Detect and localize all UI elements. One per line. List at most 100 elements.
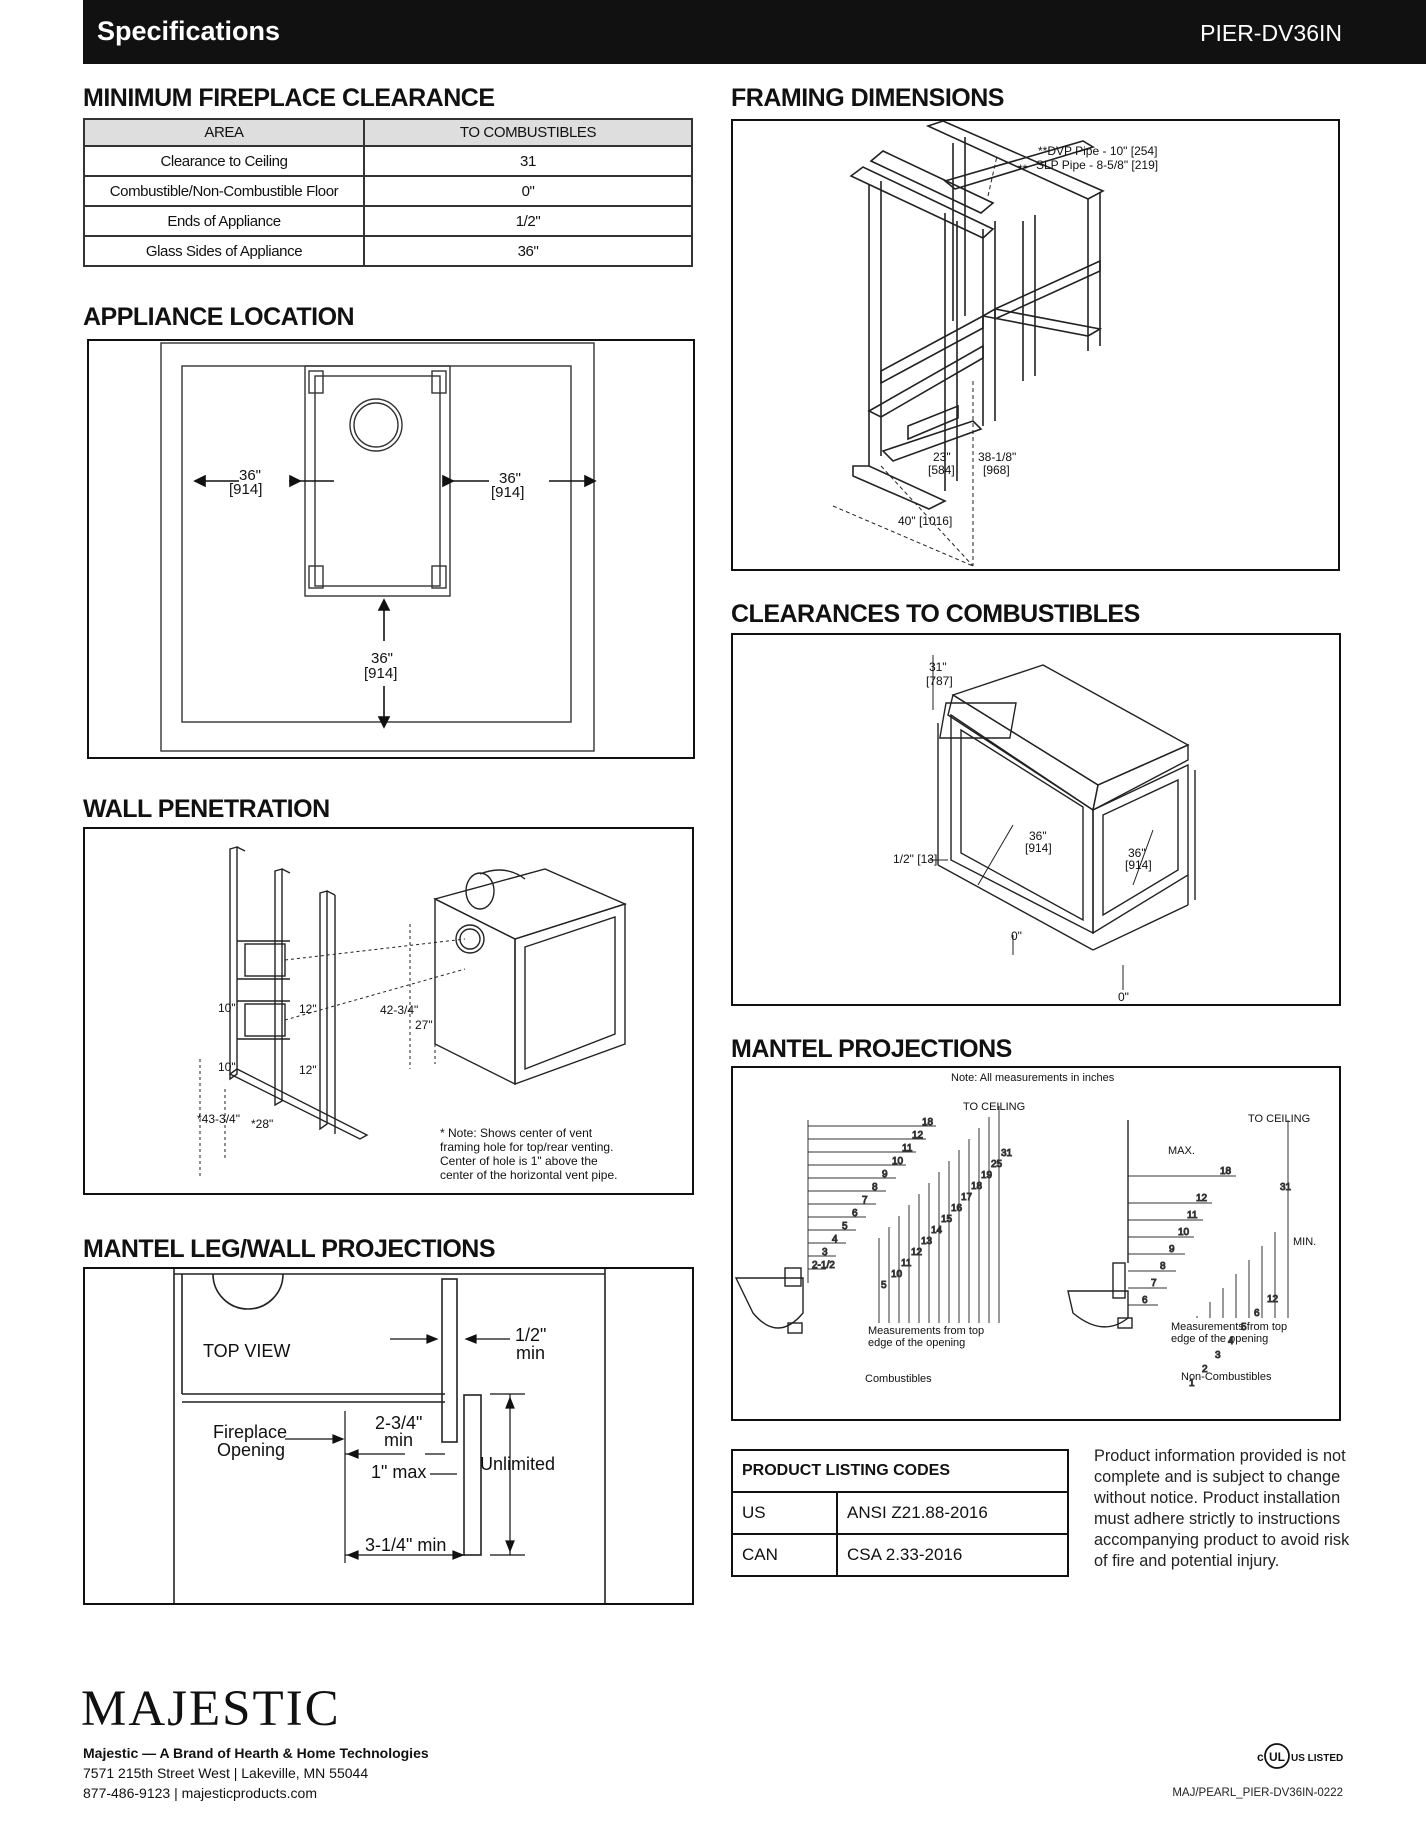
wall-penetration-diagram: 10" 12" 10" 12" 42-3/4" 27" *43-3/4" *28… (83, 827, 694, 1195)
disclaimer-text: Product information provided is not comp… (1094, 1447, 1350, 1570)
section-title-mantel-leg: MANTEL LEG/WALL PROJECTIONS (83, 1235, 496, 1263)
mantel-step-label: 8 (872, 1182, 878, 1193)
mantel-height-label: 31 (1280, 1182, 1292, 1193)
appliance-label-right-mm: [914] (491, 484, 524, 501)
page-title: Specifications (97, 16, 281, 46)
footer-address: 7571 215th Street West | Lakeville, MN 5… (83, 1765, 369, 1781)
footer-brand: Majestic — A Brand of Hearth & Home Tech… (83, 1745, 429, 1761)
section-title-wall-penetration: WALL PENETRATION (83, 795, 330, 823)
table-cell: 1/2" (363, 205, 693, 237)
unlimited-label: Unlimited (480, 1454, 555, 1474)
mantel-height-label: 25 (991, 1159, 1003, 1170)
mantel-step-label: 2-1/2 (812, 1260, 835, 1271)
listing-title: PRODUCT LISTING CODES (731, 1449, 1069, 1493)
two34-label: 2-3/4" (375, 1413, 422, 1433)
one-max-label: 1" max (371, 1462, 426, 1482)
fireplace-label: Fireplace (213, 1422, 287, 1442)
measure-note-right-1: Measurements from top (1171, 1321, 1287, 1333)
wall-label-42: 42-3/4" (380, 1003, 418, 1017)
table-cell: 31 (363, 145, 693, 177)
mantel-height-label: 5 (1241, 1322, 1247, 1333)
mantel-step-label: 3 (822, 1247, 828, 1258)
mantel-step-label: 9 (1169, 1244, 1175, 1255)
opening-label: Opening (217, 1440, 285, 1460)
section-title-min-clearance: MINIMUM FIREPLACE CLEARANCE (83, 84, 495, 112)
mantel-height-label: 13 (921, 1236, 933, 1247)
mantel-height-label: 1 (1189, 1378, 1195, 1389)
model-number: PIER-DV36IN (1200, 20, 1342, 46)
listing-country: CAN (731, 1533, 838, 1577)
table-header-area: AREA (83, 118, 365, 147)
framing-label-pipe2: SLP Pipe - 8-5/8" [219] (1036, 158, 1158, 172)
wall-note-3: Center of hole is 1" above the (440, 1154, 598, 1168)
listing-code: CSA 2.33-2016 (836, 1533, 1069, 1577)
mantel-step-label: 10 (892, 1156, 904, 1167)
mantel-step-label: 12 (1196, 1193, 1208, 1204)
table-cell: Clearance to Ceiling (83, 145, 365, 177)
appliance-label-left: 36" (239, 467, 261, 484)
appliance-label-bottom: 36" (371, 650, 393, 667)
section-title-mantel-projections: MANTEL PROJECTIONS (731, 1035, 1012, 1063)
mantel-height-label: 5 (881, 1280, 887, 1291)
appliance-location-diagram: 36" [914] 36" [914] 36" [914] (87, 339, 695, 759)
max-label: MAX. (1168, 1145, 1195, 1157)
clearance-label-floor2: 0" (1118, 990, 1129, 1004)
clearance-label-floor1: 0" (1011, 929, 1022, 943)
mantel-step-label: 12 (912, 1130, 924, 1141)
clearances-diagram: 31" [787] 1/2" [13] 36" [914] 36" [914] … (731, 633, 1341, 1006)
table-row: Ends of Appliance 1/2" (83, 205, 693, 237)
table-row: Glass Sides of Appliance 36" (83, 235, 693, 267)
ul-text: UL (1269, 1750, 1285, 1764)
footer-contact: 877-486-9123 | majesticproducts.com (83, 1785, 317, 1801)
min-label: MIN. (1293, 1236, 1316, 1248)
table-row: US ANSI Z21.88-2016 (731, 1491, 1069, 1535)
mantel-step-label: 11 (902, 1143, 913, 1154)
framing-diagram: **DVP Pipe - 10" [254] SLP Pipe - 8-5/8"… (731, 119, 1340, 571)
mantel-step-label: 6 (1142, 1295, 1148, 1306)
table-row: CAN CSA 2.33-2016 (731, 1533, 1069, 1577)
mantel-height-label: 3 (1215, 1350, 1221, 1361)
section-title-clearances: CLEARANCES TO COMBUSTIBLES (731, 600, 1140, 628)
mantel-height-label: 6 (1254, 1308, 1260, 1319)
wall-label-12a: 12" (299, 1002, 317, 1016)
mantel-height-label: 12 (1267, 1294, 1279, 1305)
clearance-label-front-mm: [914] (1025, 841, 1052, 855)
framing-label-38: 38-1/8" (978, 450, 1016, 464)
measure-note-right-2: edge of the opening (1171, 1333, 1268, 1345)
mantel-height-label: 14 (931, 1225, 943, 1236)
measure-note-left-1: Measurements from top (868, 1325, 984, 1337)
appliance-label-bottom-mm: [914] (364, 665, 397, 682)
clearance-label-side-mm: [914] (1125, 858, 1152, 872)
wall-label-28: *28" (251, 1117, 273, 1131)
mantel-height-label: 31 (1001, 1148, 1013, 1159)
us-listed-text: US LISTED (1291, 1753, 1343, 1764)
framing-label-38-mm: [968] (983, 463, 1010, 477)
three14-label: 3-1/4" min (365, 1535, 446, 1555)
mantel-height-label: 4 (1228, 1336, 1234, 1347)
clearance-label-front: 36" (1029, 829, 1047, 843)
top-view-label: TOP VIEW (203, 1341, 290, 1361)
measure-note-left-2: edge of the opening (868, 1337, 965, 1349)
mantel-note: Note: All measurements in inches (951, 1072, 1115, 1084)
framing-label-40: 40" [1016] (898, 514, 952, 528)
clearance-label-side: 36" (1128, 846, 1146, 860)
mantel-step-label: 18 (1220, 1166, 1232, 1177)
mantel-height-label: 16 (951, 1203, 963, 1214)
mantel-step-label: 8 (1160, 1261, 1166, 1272)
table-cell: Ends of Appliance (83, 205, 365, 237)
half-inch-min-label: min (516, 1343, 545, 1363)
framing-label-23: 23" (933, 450, 951, 464)
mantel-height-label: 19 (981, 1170, 993, 1181)
mantel-height-label: 12 (911, 1247, 923, 1258)
clearance-table: AREA TO COMBUSTIBLES Clearance to Ceilin… (83, 118, 693, 267)
wall-label-10a: 10" (218, 1001, 236, 1015)
half-inch-label: 1/2" (515, 1325, 546, 1345)
two34-min-label: min (384, 1430, 413, 1450)
appliance-label-left-mm: [914] (229, 481, 262, 498)
wall-label-12b: 12" (299, 1063, 317, 1077)
majestic-logo: MAJESTIC (81, 1681, 341, 1737)
framing-label-pipe1: **DVP Pipe - 10" [254] (1038, 144, 1157, 158)
framing-label-asterisks: ** (1018, 162, 1028, 176)
mantel-step-label: 7 (862, 1195, 868, 1206)
wall-label-10b: 10" (218, 1060, 236, 1074)
